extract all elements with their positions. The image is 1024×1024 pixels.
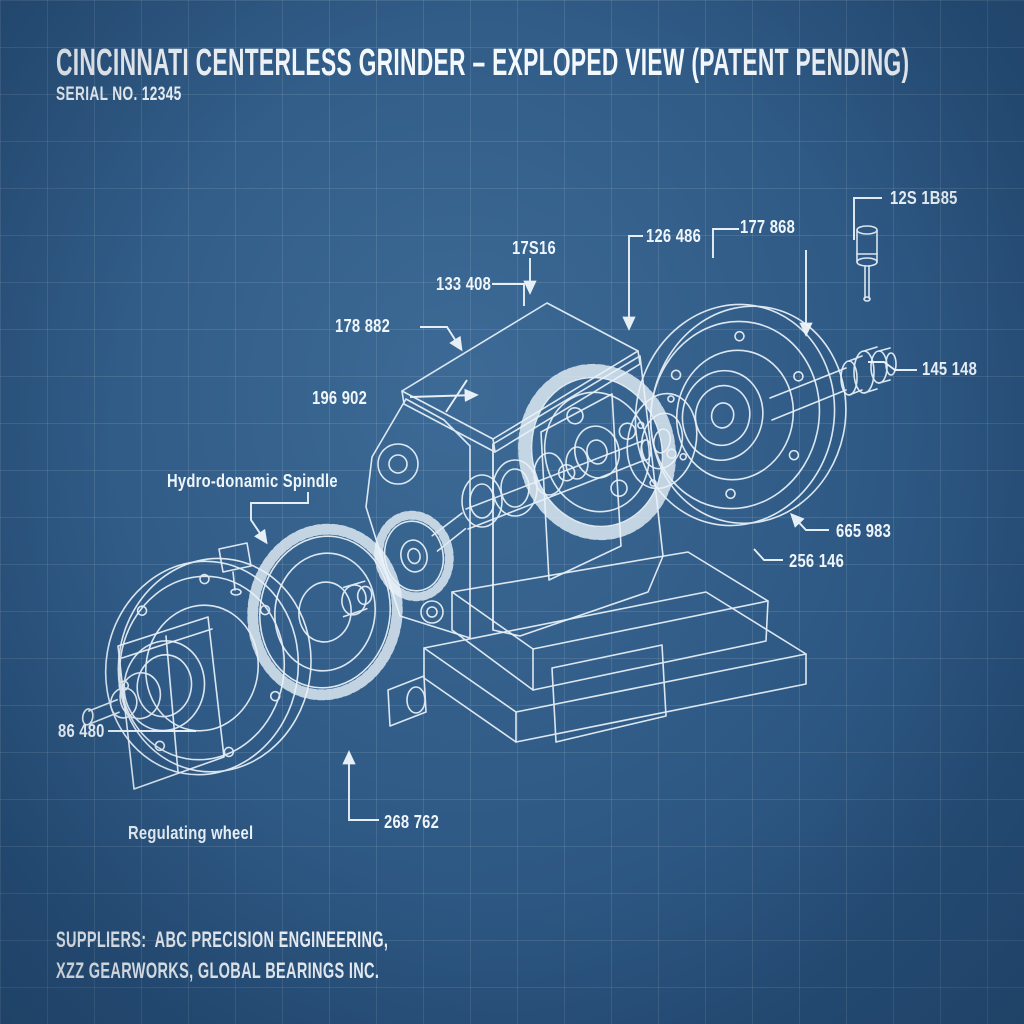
leader-12s1b85 (853, 197, 882, 240)
main-gear-drawing (518, 363, 676, 541)
part-label-126486: 126 486 (646, 226, 702, 246)
leader-133408 (492, 283, 525, 306)
part-label-133408: 133 408 (436, 274, 492, 294)
leader-145148 (868, 361, 917, 371)
part-label-196902: 196 902 (312, 388, 368, 408)
part-label-268762: 268 762 (384, 812, 440, 832)
leader-178882 (420, 326, 463, 352)
leader-hydro-spindle (250, 492, 309, 545)
leader-126486 (622, 235, 643, 331)
drive-shaft-drawing (769, 346, 897, 421)
part-label-177868: 177 868 (740, 217, 796, 237)
leader-196902-slash (445, 379, 468, 413)
leader-256146 (753, 548, 783, 561)
ring-gear-drawing (247, 523, 403, 701)
part-label-665983: 665 983 (836, 521, 892, 541)
suppliers-note: SUPPLIERS: ABC PRECISION ENGINEERING, XZ… (56, 924, 388, 986)
part-label-86480: 86 480 (58, 721, 105, 741)
part-label-12s1b85: 12S 1B85 (890, 188, 958, 208)
leader-665983 (790, 512, 829, 531)
part-label-178882: 178 882 (335, 316, 391, 336)
label-regulating-wheel: Regulating wheel (128, 823, 254, 843)
pinion-gear-drawing (374, 510, 467, 602)
leader-177868-bracket (712, 228, 739, 258)
machine-base-drawing (387, 551, 807, 743)
bearing-flange-drawing (626, 392, 698, 490)
machine-frame-drawing (365, 302, 664, 639)
regulating-wheel-drawing (81, 557, 312, 776)
leader-196902 (409, 388, 479, 402)
leader-lines (108, 197, 917, 821)
label-hydrodynamic-spindle: Hydro-donamic Spindle (167, 471, 338, 491)
part-label-17s16: 17S16 (512, 238, 556, 258)
part-label-145148: 145 148 (922, 359, 978, 379)
drawing-title: CINCINNATI CENTERLESS GRINDER – EXPLOPED… (56, 42, 910, 84)
serial-number: SERIAL NO. 12345 (56, 84, 182, 105)
regulating-wheel-bracket-drawing (117, 542, 252, 790)
suppliers-line2: XZZ GEARWORKS, GLOBAL BEARINGS INC. (56, 958, 380, 983)
part-label-256146: 256 146 (789, 551, 845, 571)
grinding-wheel-drawing (634, 303, 847, 527)
leader-268762 (342, 750, 379, 821)
suppliers-line1: SUPPLIERS: ABC PRECISION ENGINEERING, (56, 927, 389, 952)
small-cylinder-part-drawing (856, 225, 878, 302)
